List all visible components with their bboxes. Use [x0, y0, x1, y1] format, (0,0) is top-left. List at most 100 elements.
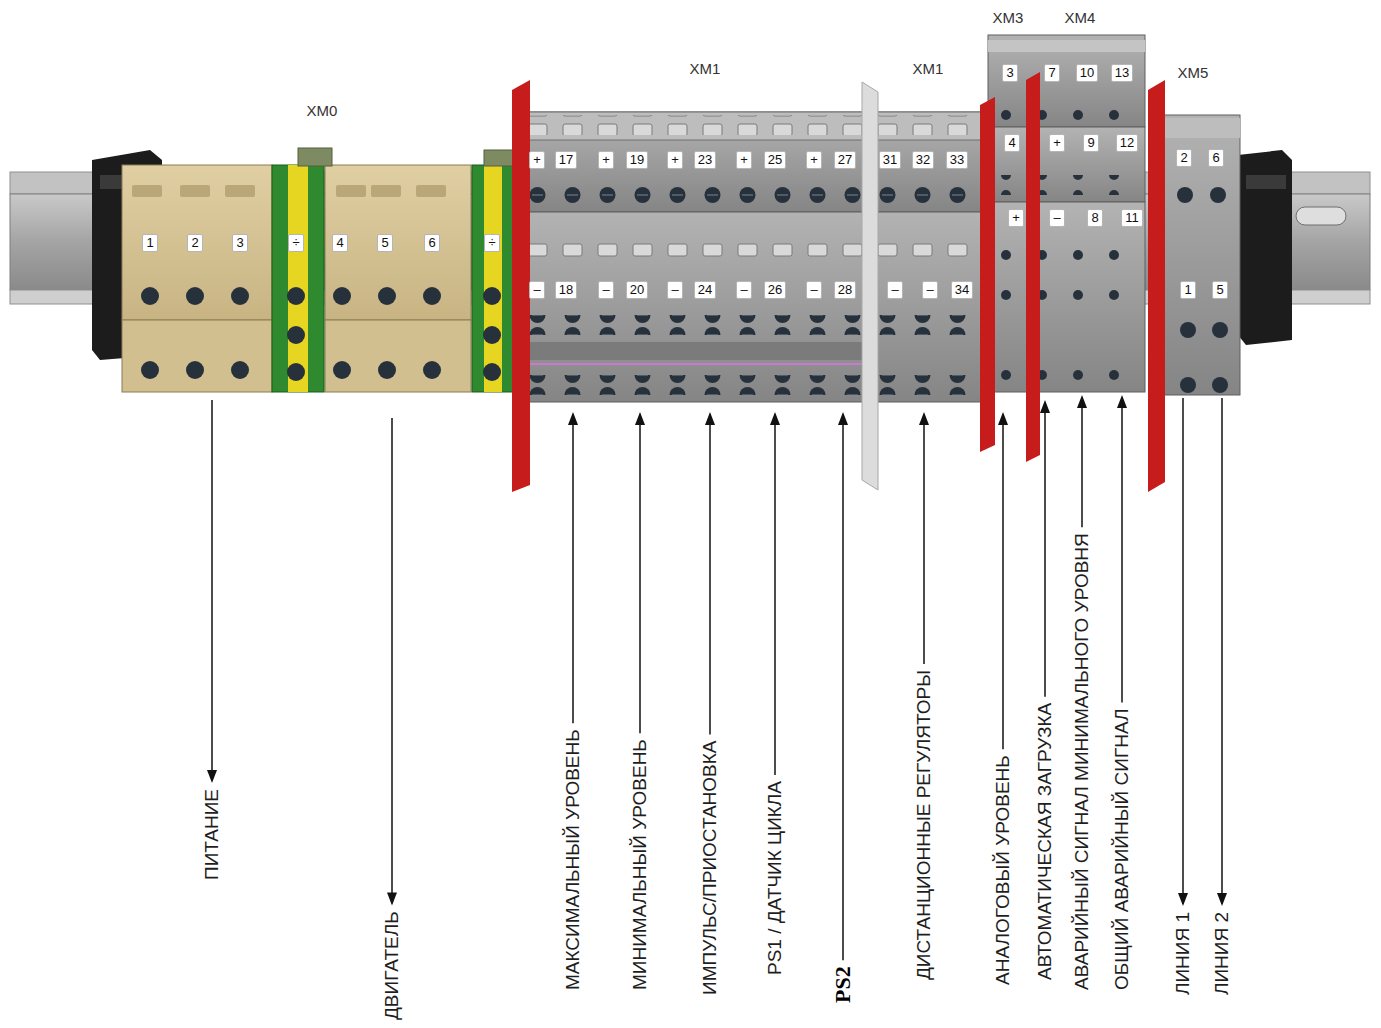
arrow-head [838, 412, 848, 425]
signal-callout: ЛИНИЯ 2 [1211, 912, 1234, 995]
leader-line [211, 400, 213, 781]
block-name: XM1 [690, 60, 721, 77]
terminal-number: 2 [187, 234, 202, 252]
terminal-number: 6 [1208, 149, 1223, 167]
signal-callout: PS1 / ДАТЧИК ЦИКЛА [764, 781, 787, 975]
leader-line [572, 414, 574, 723]
terminal-number: 18 [555, 281, 577, 299]
terminal-number: 3 [232, 234, 247, 252]
leader-line [1044, 402, 1046, 697]
arrow-head [770, 412, 780, 425]
terminal-number: 5 [1212, 281, 1227, 299]
ground-terminal [272, 148, 516, 392]
signal-callout: АВАРИЙНЫЙ СИГНАЛ МИНИМАЛЬНОГО УРОВНЯ [1071, 533, 1094, 990]
terminal-number: + [598, 151, 614, 169]
arrow-head [1217, 893, 1227, 906]
signal-callout: ДВИГАТЕЛЬ [381, 911, 404, 1020]
signal-callout: АНАЛОГОВЫЙ УРОВЕНЬ [992, 755, 1015, 985]
signal-callout: PS2 [830, 966, 856, 1003]
signal-callout: МАКСИМАЛЬНЫЙ УРОВЕНЬ [562, 729, 585, 990]
terminal-number: 34 [951, 281, 973, 299]
terminal-number: 7 [1044, 64, 1059, 82]
terminal-number: 25 [764, 151, 786, 169]
leader-line [774, 414, 776, 775]
signal-callout: ЛИНИЯ 1 [1172, 912, 1195, 995]
terminal-number: – [806, 281, 821, 299]
arrow-head [207, 770, 217, 783]
xm5-block [1162, 115, 1240, 395]
terminal-number: 4 [1004, 134, 1019, 152]
xm0-block [122, 165, 471, 392]
block-name: XM1 [913, 60, 944, 77]
terminal-number: – [922, 281, 937, 299]
terminal-number: – [667, 281, 682, 299]
leader-line [1182, 398, 1184, 904]
block-name: XM4 [1065, 9, 1096, 26]
terminal-number: – [887, 281, 902, 299]
leader-line [1081, 397, 1083, 527]
terminal-number: + [1049, 134, 1065, 152]
terminal-number: 19 [626, 151, 648, 169]
arrow-head [998, 412, 1008, 425]
terminal-number: 23 [694, 151, 716, 169]
terminal-number: 24 [694, 281, 716, 299]
arrow-head [1040, 400, 1050, 413]
terminal-number: – [736, 281, 751, 299]
terminal-number: + [806, 151, 822, 169]
terminal-number: 33 [946, 151, 968, 169]
arrow-head [568, 412, 578, 425]
terminal-number: + [1008, 209, 1024, 227]
terminal-number: – [529, 281, 544, 299]
leader-line [1221, 398, 1223, 904]
terminal-number: 32 [912, 151, 934, 169]
arrow-head [1117, 395, 1127, 408]
signal-callout: МИНИМАЛЬНЫЙ УРОВЕНЬ [629, 739, 652, 990]
separator-plate [512, 72, 1165, 492]
terminal-number: 27 [834, 151, 856, 169]
terminal-number: 10 [1076, 64, 1098, 82]
arrow-head [387, 892, 397, 905]
leader-line [1121, 397, 1123, 703]
xm3-xm4-block [988, 35, 1145, 392]
terminal-number: + [736, 151, 752, 169]
leader-line [1002, 414, 1004, 749]
terminal-number: 5 [377, 234, 392, 252]
signal-callout: ОБЩИЙ АВАРИЙНЫЙ СИГНАЛ [1111, 709, 1134, 990]
signal-callout: ДИСТАНЦИОННЫЕ РЕГУЛЯТОРЫ [913, 670, 936, 980]
leader-line [391, 418, 393, 903]
terminal-number: 12 [1116, 134, 1138, 152]
leader-line [709, 414, 711, 734]
arrow-head [705, 412, 715, 425]
block-name: XM3 [993, 9, 1024, 26]
signal-callout: ИМПУЛЬС/ПРИОСТАНОВКА [699, 740, 722, 995]
terminal-number: – [1049, 209, 1064, 227]
arrow-head [635, 412, 645, 425]
xm1-block [520, 112, 985, 402]
block-name: XM5 [1178, 64, 1209, 81]
terminal-number: 3 [1002, 64, 1017, 82]
terminal-number: ÷ [484, 234, 499, 252]
block-name: XM0 [307, 102, 338, 119]
terminal-number: 2 [1176, 149, 1191, 167]
terminal-number: 26 [764, 281, 786, 299]
terminal-number: 13 [1111, 64, 1133, 82]
arrow-head [919, 412, 929, 425]
terminal-number: + [667, 151, 683, 169]
terminal-number: 17 [555, 151, 577, 169]
terminal-number: 9 [1083, 134, 1098, 152]
terminal-number: – [598, 281, 613, 299]
leader-line [639, 414, 641, 733]
signal-callout: ПИТАНИЕ [201, 789, 224, 880]
terminal-number: 28 [834, 281, 856, 299]
terminal-number: + [529, 151, 545, 169]
leader-line [842, 414, 844, 960]
terminal-number: 1 [142, 234, 157, 252]
terminal-number: 20 [626, 281, 648, 299]
leader-line [923, 414, 925, 664]
terminal-number: ÷ [288, 234, 303, 252]
terminal-number: 31 [879, 151, 901, 169]
terminal-number: 6 [424, 234, 439, 252]
terminal-number: 1 [1180, 281, 1195, 299]
terminal-number: 11 [1121, 209, 1143, 227]
